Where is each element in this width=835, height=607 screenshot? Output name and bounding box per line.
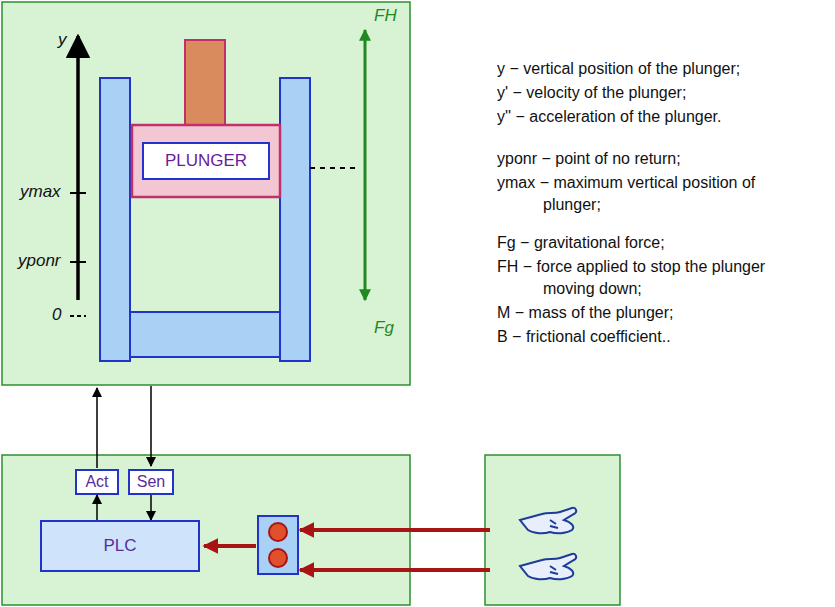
signal-arrow: [150, 495, 152, 520]
plunger-body: [132, 125, 280, 197]
node-text: Sen: [137, 473, 165, 491]
axis-tick-label: yponr: [18, 251, 61, 271]
definition: ymax − maximum vertical position of plun…: [497, 172, 797, 216]
node-text: Act: [85, 473, 108, 491]
force-label: FH: [374, 6, 397, 26]
definition: y' − velocity of the plunger;: [497, 82, 797, 104]
button: [269, 549, 287, 567]
button: [269, 523, 287, 541]
actuator-box: Act: [75, 469, 119, 495]
ymax-tick: [70, 192, 86, 194]
y-axis: [76, 36, 80, 300]
definition: yponr − point of no return;: [497, 148, 797, 170]
definition: M − mass of the plunger;: [497, 302, 797, 324]
plc-box: PLC: [40, 520, 200, 572]
definition: FH − force applied to stop the plunger m…: [497, 256, 797, 300]
right-pillar: [280, 78, 310, 361]
axis-tick-label: ymax: [20, 182, 61, 202]
zero-tick: [70, 315, 86, 317]
force-label: Fg: [374, 318, 394, 338]
axis-label: y: [58, 30, 67, 50]
operator-panel: [485, 455, 620, 605]
sensor-link: [150, 386, 152, 466]
press-base: [130, 312, 280, 357]
axis-tick-label: 0: [52, 305, 61, 325]
definition: y'' − acceleration of the plunger.: [497, 106, 797, 128]
plunger-rod: [185, 40, 225, 125]
definition: B − frictional coefficient..: [497, 326, 797, 348]
sensor-box: Sen: [128, 469, 174, 495]
node-text: PLUNGER: [165, 151, 247, 171]
plant-panel: [2, 2, 410, 385]
left-pillar: [100, 78, 130, 361]
definition: Fg − gravitational force;: [497, 232, 797, 254]
hand-signal: [300, 568, 490, 572]
plunger-label-box: PLUNGER: [142, 142, 270, 180]
definition: y − vertical position of the plunger;: [497, 58, 797, 80]
force-leader: [310, 167, 360, 169]
actuator-link: [96, 388, 98, 468]
hand-icon: [520, 554, 576, 579]
node-text: PLC: [103, 536, 136, 556]
force-arrow: [364, 30, 367, 300]
button-panel: [258, 516, 298, 574]
signal-arrow: [96, 495, 98, 520]
yponr-tick: [70, 261, 86, 263]
hand-icon: [520, 508, 576, 533]
hand-signal: [300, 528, 490, 532]
button-signal: [204, 544, 256, 548]
